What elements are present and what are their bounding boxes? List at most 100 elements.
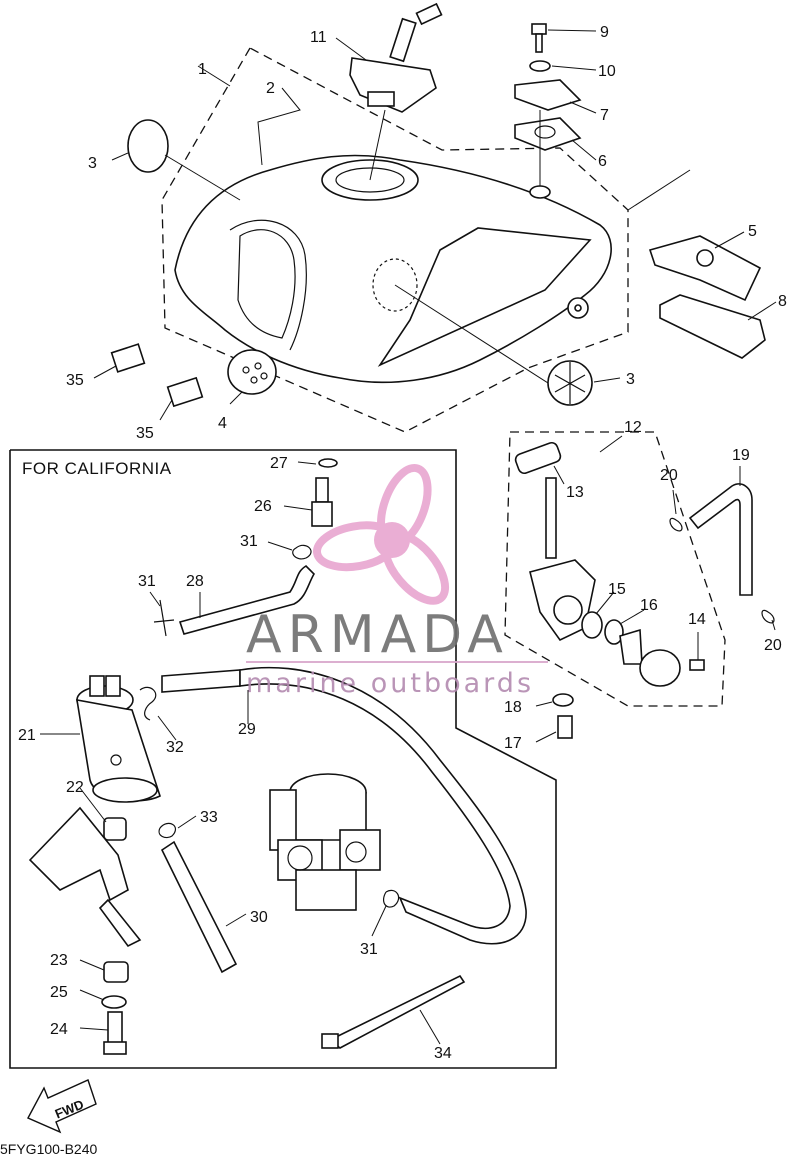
label-26: 26 [254,498,272,515]
california-box [9,449,557,1069]
label-20-lower: 20 [764,637,782,654]
bolt-9 [531,23,547,35]
label-29: 29 [238,721,256,738]
label-32: 32 [166,739,184,756]
label-30: 30 [250,909,268,926]
drawing-code: 5FYG100-B240 [0,1141,97,1156]
hose-29 [161,669,241,693]
washer-18 [552,693,574,707]
label-35-b: 35 [136,425,154,442]
label-17: 17 [504,735,522,752]
filler-neck-inner [335,167,405,193]
pad-35-b [166,376,204,408]
oring-16 [604,619,624,645]
label-9: 9 [600,24,609,41]
part-labels: 1 2 3 11 9 10 7 6 5 8 3 4 35 35 12 13 20… [18,24,787,1062]
label-18: 18 [504,699,522,716]
label-8: 8 [778,293,787,310]
label-19: 19 [732,447,750,464]
label-31-a: 31 [240,533,258,550]
lever-plate [619,628,643,665]
label-10: 10 [598,63,616,80]
california-box-title: FOR CALIFORNIA [22,459,172,478]
label-33: 33 [200,809,218,826]
bracket-7 [514,79,582,111]
label-2: 2 [266,80,275,97]
label-34: 34 [434,1045,452,1062]
washer-10 [529,60,551,72]
cable-tie-34 [328,974,466,1049]
mount-bracket-stack [514,23,582,199]
watermark-tagline: marine outboards [246,668,534,699]
plate-8 [659,294,766,359]
fuel-cap [349,2,443,181]
oring-27 [318,458,338,468]
watermark-brand: ARMADA [246,605,509,665]
clip-31-b [153,599,175,637]
clip-32 [139,686,157,721]
grommet-22 [103,817,127,841]
clip-33 [158,822,177,839]
evap-system [28,458,527,1055]
emblem-3-left [127,119,169,173]
label-21: 21 [18,727,36,744]
label-15: 15 [608,581,626,598]
label-24: 24 [50,1021,68,1038]
gasket-13 [514,441,562,475]
label-31-c: 31 [360,941,378,958]
seal-15 [581,611,603,639]
tank-decal-area [377,227,592,367]
hose-19 [688,483,753,596]
clip-20-upper [669,517,683,532]
emblem-outline [372,258,418,312]
petcock-group [504,431,775,739]
label-22: 22 [66,779,84,796]
collar-23 [103,961,129,983]
label-20-upper: 20 [660,467,678,484]
label-5: 5 [748,223,757,240]
pad-35-a [110,343,146,373]
fwd-arrow-icon: FWD [27,1079,97,1134]
grommet [529,185,551,199]
petcock-assembly-outline [504,431,726,707]
canister-bracket [28,806,129,902]
hose-28 [178,564,316,635]
tank-assembly-outline [161,47,629,433]
tank-knee-recess [237,229,296,339]
clip-31-a [292,544,312,560]
bolt-17 [557,715,573,739]
clip-31-c [382,889,400,908]
washer-25 [101,995,127,1009]
damper-4 [227,349,277,395]
bracket-5 [648,235,762,302]
hose-30 [160,840,238,974]
label-12: 12 [624,419,642,436]
label-11: 11 [310,29,327,46]
label-31-b: 31 [138,573,156,590]
watermark: ARMADA marine outboards [246,463,548,699]
fuel-pickup-tube [545,477,557,559]
label-14: 14 [688,611,706,628]
screw-14 [689,659,705,671]
damper-6 [514,117,582,151]
label-4: 4 [218,415,227,432]
label-1: 1 [198,61,207,78]
label-16: 16 [640,597,658,614]
canister-21 [76,675,161,803]
cover-plate [639,649,681,687]
leader-lines [40,29,777,1045]
clip-20-lower [761,609,775,624]
label-13: 13 [566,484,584,501]
tank-side-panel [229,219,307,351]
label-28: 28 [186,573,204,590]
label-3-right: 3 [626,371,635,388]
label-6: 6 [598,153,607,170]
carburetor [269,773,381,911]
label-27: 27 [270,455,288,472]
label-35-a: 35 [66,372,84,389]
propeller-logo [313,463,450,605]
label-25: 25 [50,984,68,1001]
valve-26 [315,477,329,503]
fuel-tank [174,154,612,384]
rear-mount-hole [574,304,582,312]
